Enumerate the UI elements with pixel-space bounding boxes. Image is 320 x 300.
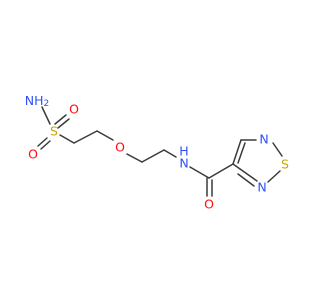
bond-ring-n2-s1 — [272, 142, 283, 157]
atom-amide-h: H — [179, 144, 188, 159]
bond-s-nh2 — [41, 106, 51, 125]
bond-carbonyl-ring — [208, 163, 234, 179]
atom-ring-n5: N — [257, 180, 266, 195]
bond-c1-c2 — [73, 130, 98, 144]
structure-diagram: NH2 S O O O N H O N S N — [25, 93, 289, 212]
bond-o-c3 — [126, 153, 143, 163]
bond-s-o-top-a — [54, 114, 67, 125]
atom-sulfonyl-s: S — [50, 124, 58, 139]
nh2-symbol: NH — [25, 93, 44, 108]
atom-sulfonyl-o-left: O — [28, 147, 38, 162]
bond-s-o-left-b — [40, 140, 51, 150]
bond-ring-s1-n5 — [267, 170, 281, 183]
bond-s-c1 — [59, 134, 75, 144]
atom-amide-n: N — [179, 156, 188, 171]
atom-sulfonyl-o-top: O — [69, 102, 79, 117]
atom-ether-o: O — [115, 140, 125, 155]
atom-carbonyl-o: O — [204, 197, 214, 212]
bond-ring-c4-c3-a — [232, 139, 242, 165]
bond-c2-o — [96, 130, 114, 141]
atom-ring-n2: N — [259, 132, 268, 147]
bond-ring-n5-c4-b — [237, 173, 255, 187]
bond-s-o-top-b — [57, 118, 70, 129]
atom-ring-s1: S — [281, 157, 289, 172]
bonds — [37, 106, 283, 197]
bond-ring-n5-c4-a — [232, 163, 258, 182]
atom-nh2: NH2 — [25, 93, 49, 110]
bond-c3-c4 — [141, 149, 165, 163]
bond-c4-n — [163, 149, 177, 158]
atom-labels: NH2 S O O O N H O N S N — [25, 93, 289, 212]
bond-ring-c4-c3-b — [237, 142, 246, 164]
bond-n-carbonyl — [189, 166, 210, 179]
molecule-canvas: NH2 S O O O N H O N S N — [25, 93, 289, 212]
bond-s-o-left-a — [37, 137, 48, 147]
nh2-subscript: 2 — [44, 99, 50, 109]
